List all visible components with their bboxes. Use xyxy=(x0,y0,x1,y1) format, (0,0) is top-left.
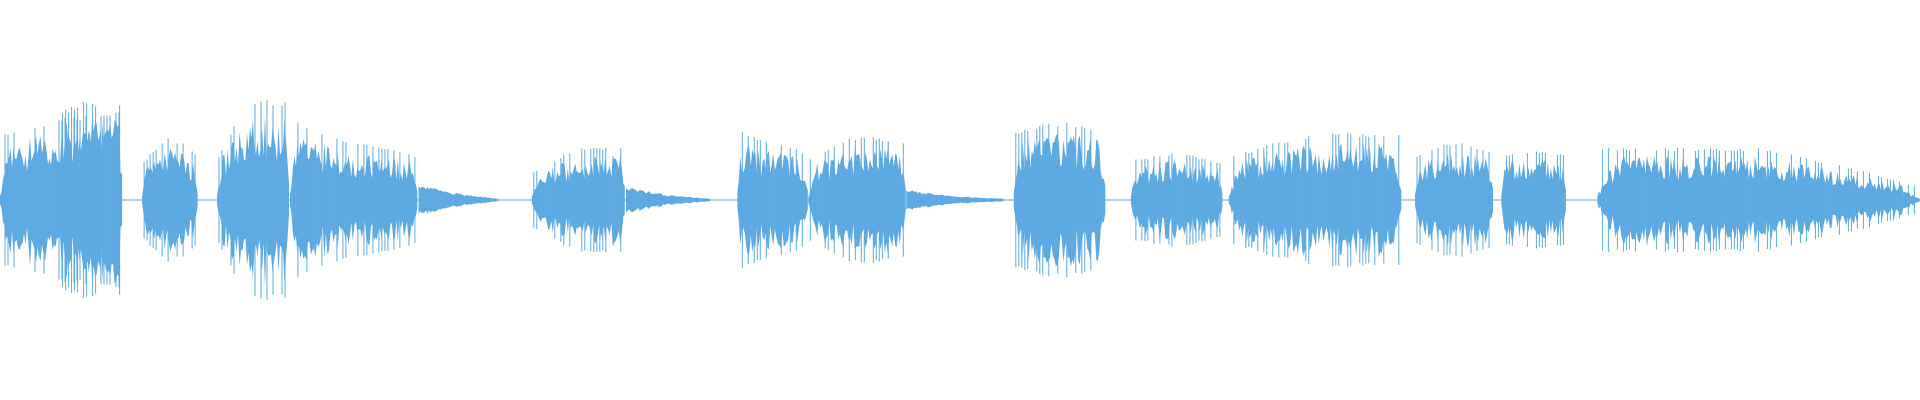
waveform-segment xyxy=(531,147,625,253)
waveform-shape xyxy=(1228,143,1402,258)
waveform-segment xyxy=(1501,151,1566,249)
waveform-segment xyxy=(808,137,906,263)
waveform-segment xyxy=(1228,133,1402,267)
waveform-shape xyxy=(808,148,906,254)
waveform-segment xyxy=(1415,143,1493,257)
waveform-segment xyxy=(142,138,198,262)
waveform-segment xyxy=(57,101,123,299)
waveform-segment xyxy=(217,99,289,301)
waveform-fade-segment xyxy=(418,185,499,215)
waveform-segment xyxy=(1130,153,1223,247)
waveform-segment xyxy=(289,122,418,278)
waveform-shape xyxy=(625,188,710,213)
waveform-fade-segment xyxy=(625,188,710,213)
waveform-fade-segment xyxy=(906,190,1004,210)
waveform-shape xyxy=(1415,153,1493,248)
waveform-shape xyxy=(531,155,625,247)
waveform-shape xyxy=(418,185,499,215)
waveform-segment xyxy=(1013,123,1106,277)
waveform-shape xyxy=(1501,160,1566,240)
waveform-shape xyxy=(57,118,123,285)
waveform-shape xyxy=(906,190,1004,210)
waveform-shape xyxy=(217,115,289,288)
waveform-segment xyxy=(1597,147,1920,253)
waveform-segment xyxy=(737,132,808,268)
waveform-shape xyxy=(289,138,418,260)
